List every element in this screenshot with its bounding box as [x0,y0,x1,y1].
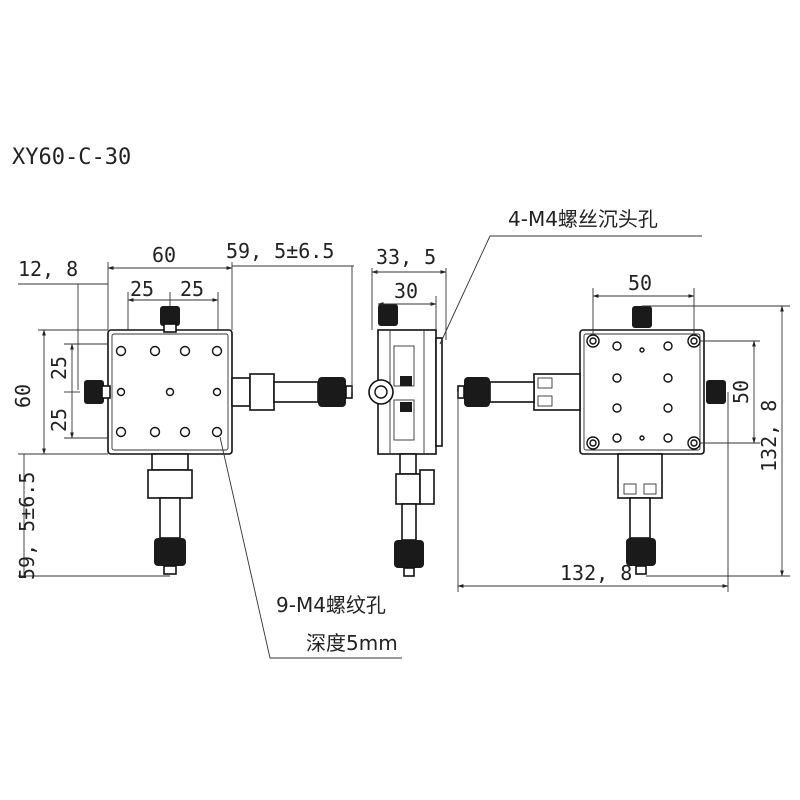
bottom-dim-132-8-right: 132, 8 [757,400,781,472]
bottom-view: 50 50 132, 8 132, 8 [457,271,790,592]
threaded-hole-depth: 深度5mm [306,631,398,655]
front-micrometer-bottom [147,453,193,575]
front-dim-travel-left: 59, 5±6.5 [15,472,39,580]
side-view: 33, 5 30 4-M4螺丝沉头孔 [368,207,702,577]
threaded-hole-leader [219,436,402,659]
front-dim-60-left: 60 [11,384,35,408]
front-dim-travel-top: 59, 5±6.5 [226,239,334,263]
bottom-hole-grid [586,334,701,450]
bottom-micrometer-bottom [617,453,663,575]
front-dim-25-vert-top: 25 [47,356,71,380]
bottom-lock-knob-right [706,380,726,404]
counterbore-leader [439,235,702,345]
front-lock-knob-top [160,306,180,326]
front-stage-inner [111,333,229,451]
side-dim-30: 30 [394,279,418,303]
bottom-micrometer-left [457,373,581,411]
front-hole-grid [115,345,223,438]
bottom-dim-50-top: 50 [628,271,652,295]
front-lock-knob-left [84,380,104,404]
threaded-hole-callout: 9-M4螺纹孔 [276,593,386,617]
model-title: XY60-C-30 [12,145,131,170]
front-micrometer-right [231,373,353,411]
front-dim-12-8: 12, 8 [18,257,78,281]
counterbore-callout: 4-M4螺丝沉头孔 [508,207,658,231]
side-dim-33-5: 33, 5 [376,245,436,269]
front-dim-25-right: 25 [180,277,204,301]
side-lock-knob [378,304,398,326]
bottom-dim-50-right: 50 [729,380,753,404]
front-dim-25-vert-bottom: 25 [47,408,71,432]
front-dim-60-top: 60 [152,243,176,267]
bottom-dim-132-8-bottom: 132, 8 [560,561,632,585]
front-view: 60 25 25 12, 8 59, 5±6.5 60 25 25 59, 5±… [11,239,402,659]
front-dim-25-left: 25 [130,277,154,301]
bottom-lock-knob-top [632,306,652,328]
